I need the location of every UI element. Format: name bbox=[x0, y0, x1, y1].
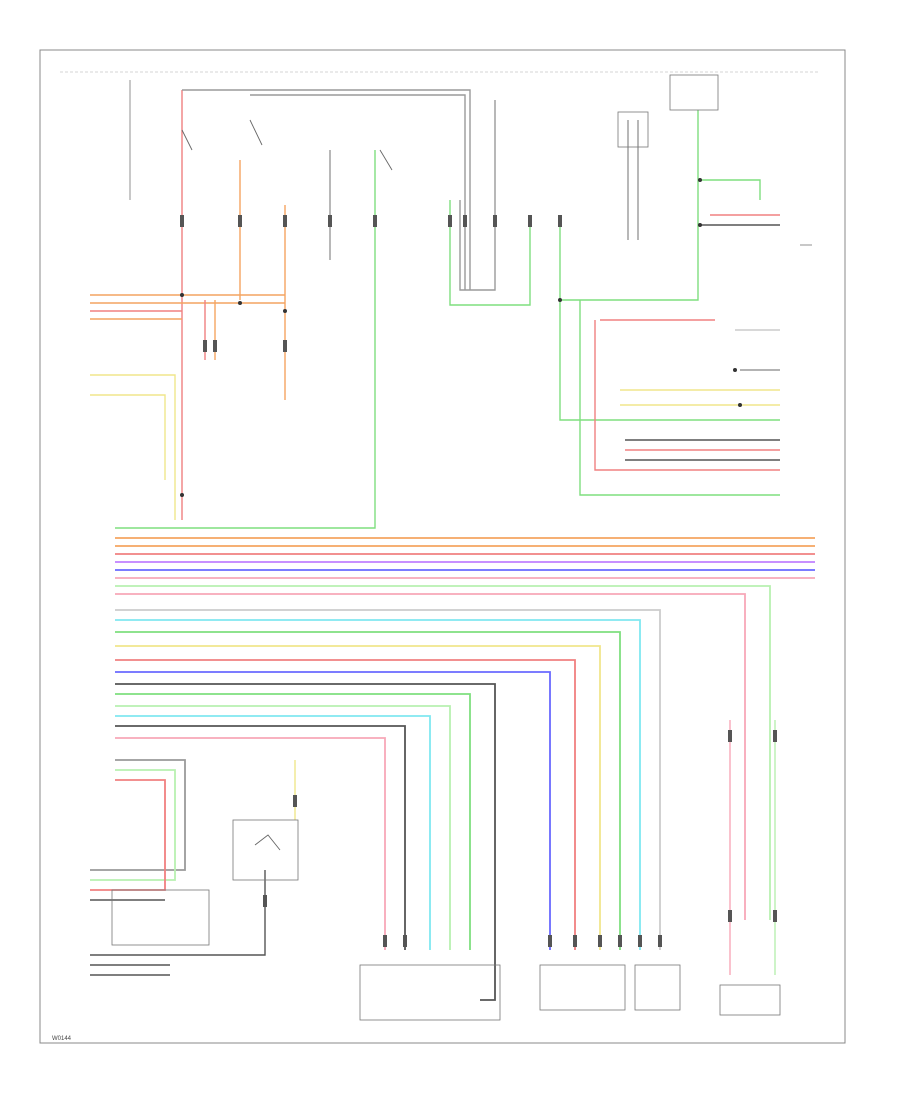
relay-box bbox=[232, 819, 299, 881]
components bbox=[111, 74, 781, 1021]
switch-icon bbox=[181, 119, 393, 851]
upper-left-harness bbox=[90, 89, 531, 529]
right-sensor-harness bbox=[729, 720, 776, 975]
splice-dot-icon bbox=[180, 178, 742, 497]
upper-right-harness bbox=[559, 110, 780, 496]
gear-position-switch-box bbox=[359, 964, 501, 1021]
throttle-sensor-box bbox=[634, 964, 681, 1011]
upper-connector-box bbox=[617, 111, 649, 148]
right-sensor-box bbox=[719, 984, 781, 1016]
lower-left-module-box bbox=[111, 889, 210, 946]
diagram-frame bbox=[39, 49, 846, 1044]
diagram-footer-code: W0144 bbox=[52, 1036, 72, 1042]
lower-left-harness bbox=[90, 760, 296, 976]
upper-right-relay-box bbox=[669, 74, 719, 111]
main-bus bbox=[90, 537, 815, 1001]
ground-icon bbox=[129, 80, 812, 246]
throttle-body-box bbox=[539, 964, 626, 1011]
connector-icon bbox=[180, 215, 777, 947]
